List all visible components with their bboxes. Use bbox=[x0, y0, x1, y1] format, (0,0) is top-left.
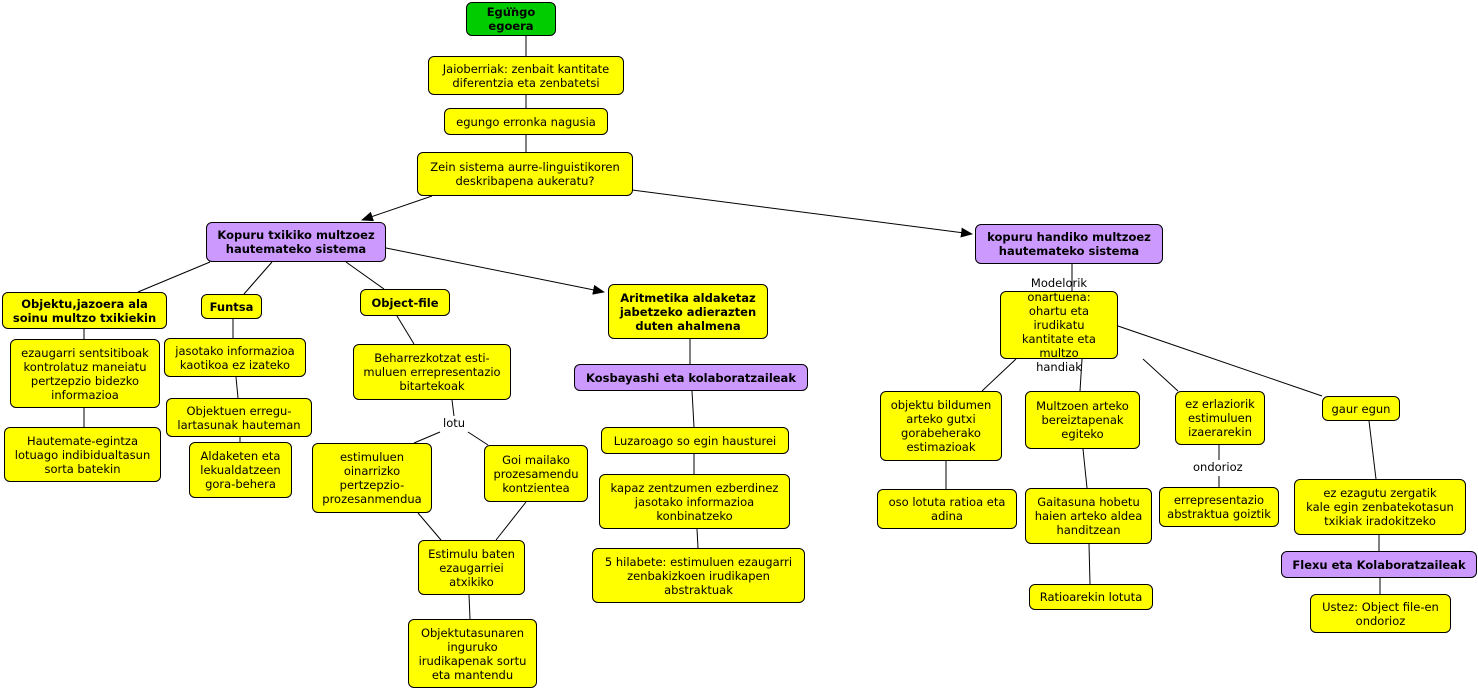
node-estimuluen-oinarrizko[interactable]: estimuluen oinarrizko pertzepzio- prozes… bbox=[312, 443, 432, 513]
node-objektuen-erregulartasunak[interactable]: Objektuen erregu- lartasunak hauteman bbox=[166, 398, 312, 437]
node-aldaketen[interactable]: Aldaketen eta lekualdatzeen gora-behera bbox=[189, 442, 292, 498]
node-label: objektu bildumen arteko gutxi gorabehera… bbox=[890, 398, 992, 454]
node-kosbayashi[interactable]: Kosbayashi eta kolaboratzaileak bbox=[574, 364, 808, 391]
node-multzoen-arteko[interactable]: Multzoen arteko bereiztapenak egiteko bbox=[1025, 391, 1140, 449]
node-label: Flexu eta Kolaboratzaileak bbox=[1292, 557, 1466, 572]
node-label: Aldaketen eta lekualdatzeen gora-behera bbox=[200, 449, 281, 491]
node-oso-lotuta[interactable]: oso lotuta ratioa eta adina bbox=[877, 489, 1017, 529]
node-kapaz[interactable]: kapaz zentzumen ezberdinez jasotako info… bbox=[599, 474, 790, 529]
node-label: Estimulu baten ezaugarriei atxikiko bbox=[428, 546, 515, 589]
node-ustez[interactable]: Ustez: Object file-en ondorioz bbox=[1310, 594, 1451, 633]
node-egungo-egoera[interactable]: ... Egungo egoera bbox=[466, 2, 556, 36]
edge-txikiko-aritmetika bbox=[385, 247, 605, 295]
link-label-lotu: lotu bbox=[441, 416, 468, 430]
node-label: Zein sistema aurre-linguistikoren deskri… bbox=[430, 160, 620, 188]
node-label: Object-file bbox=[371, 295, 439, 310]
node-label: Ustez: Object file-en ondorioz bbox=[1322, 599, 1439, 628]
node-beharrezkotzat[interactable]: Beharrezkotzat esti- muluen errepresenta… bbox=[353, 344, 511, 400]
node-5-hilabete[interactable]: 5 hilabete: estimuluen ezaugarri zenbaki… bbox=[592, 548, 805, 603]
node-kopuru-txikiko[interactable]: Kopuru txikiko multzoez hautemateko sist… bbox=[206, 222, 386, 262]
node-label: Objektuen erregu- lartasunak hauteman bbox=[177, 403, 301, 432]
node-label: Gaitasuna hobetu haien arteko aldea hand… bbox=[1034, 495, 1143, 537]
edge-estimuluen-estimulu bbox=[417, 512, 442, 541]
node-label: gaur egun bbox=[1331, 401, 1391, 416]
node-ez-erlaziorik[interactable]: ez erlaziorik estimuluen izaerarekin bbox=[1175, 391, 1265, 445]
edge-modelorik-multzoen bbox=[1079, 358, 1083, 392]
node-label: Objektu,jazoera ala soinu multzo txikiek… bbox=[12, 296, 157, 325]
link-label-ondorioz: ondorioz bbox=[1191, 460, 1245, 474]
node-jaioberriak[interactable]: Jaioberriak: zenbait kantitate diferentz… bbox=[428, 56, 624, 95]
node-jasotako-informazioa[interactable]: jasotako informazioa kaotikoa ez izateko bbox=[164, 338, 306, 377]
node-label: Luzaroago so egin hausturei bbox=[613, 433, 777, 448]
edge-txikiko-funtsa bbox=[243, 261, 273, 295]
edge-lotu-goi bbox=[467, 431, 489, 446]
node-gaur-egun[interactable]: gaur egun bbox=[1322, 396, 1400, 421]
node-ratioarekin-lotuta[interactable]: Ratioarekin lotuta bbox=[1029, 584, 1153, 610]
edge-txikiko-objektu bbox=[137, 261, 211, 293]
node-flexu[interactable]: Flexu eta Kolaboratzaileak bbox=[1281, 551, 1477, 578]
node-label: Multzoen arteko bereiztapenak egiteko bbox=[1036, 399, 1129, 441]
node-label: Kosbayashi eta kolaboratzaileak bbox=[586, 370, 796, 385]
node-modelorik-onartuena[interactable]: Modelorik onartuena: ohartu eta irudikat… bbox=[1000, 276, 1118, 374]
node-label: estimuluen oinarrizko pertzepzio- prozes… bbox=[322, 450, 422, 506]
node-label: jasotako informazioa kaotikoa ez izateko bbox=[175, 343, 295, 372]
edge-gauregun-ezezagutu bbox=[1368, 420, 1377, 480]
root-dots-marker: ... bbox=[505, 2, 517, 12]
node-label: Jaioberriak: zenbait kantitate diferentz… bbox=[442, 61, 610, 90]
node-errepresentazio-abstraktua[interactable]: errepresentazio abstraktua goiztik bbox=[1159, 487, 1279, 527]
node-label: oso lotuta ratioa eta adina bbox=[888, 495, 1006, 523]
node-label: Hautemate-egintza lotuago indibidualtasu… bbox=[14, 433, 151, 476]
node-label: Beharrezkotzat esti- muluen errepresenta… bbox=[363, 351, 501, 393]
node-ez-ezagutu[interactable]: ez ezagutu zergatik kale egin zenbatekot… bbox=[1294, 479, 1466, 535]
node-funtsa[interactable]: Funtsa bbox=[201, 294, 262, 319]
node-estimulu-baten[interactable]: Estimulu baten ezaugarriei atxikiko bbox=[418, 540, 525, 595]
edge-sistema-handiko bbox=[631, 189, 973, 238]
node-hautemate-egintza[interactable]: Hautemate-egintza lotuago indibidualtasu… bbox=[4, 427, 161, 482]
edge-jasotako-objektuen bbox=[235, 376, 239, 399]
node-gaitasuna-hobetu[interactable]: Gaitasuna hobetu haien arteko aldea hand… bbox=[1025, 488, 1152, 544]
edge-beharrezko-lotu bbox=[451, 399, 455, 417]
node-kopuru-handiko[interactable]: kopuru handiko multzoez hautemateko sist… bbox=[975, 224, 1163, 264]
node-label: Objektutasunaren inguruko irudikapenak s… bbox=[418, 625, 527, 682]
node-label: ez ezagutu zergatik kale egin zenbatekot… bbox=[1306, 486, 1454, 528]
node-label: Modelorik onartuena: ohartu eta irudikat… bbox=[1022, 276, 1096, 374]
node-zein-sistema[interactable]: Zein sistema aurre-linguistikoren deskri… bbox=[417, 152, 633, 196]
node-label: errepresentazio abstraktua goiztik bbox=[1167, 493, 1271, 521]
edge-kapaz-hilabete bbox=[696, 528, 699, 549]
edge-multzoen-gaitasuna bbox=[1082, 448, 1088, 489]
node-label: Kopuru txikiko multzoez hautemateko sist… bbox=[217, 228, 375, 256]
node-label: Egungo egoera bbox=[486, 5, 536, 33]
node-aritmetika[interactable]: Aritmetika aldaketaz jabetzeko adierazte… bbox=[608, 284, 768, 339]
node-egungo-erronka[interactable]: egungo erronka nagusia bbox=[444, 108, 608, 135]
node-goi-mailako[interactable]: Goi mailako prozesamendu kontzientea bbox=[484, 445, 588, 502]
edge-txikiko-objectfile bbox=[345, 261, 385, 290]
node-label: Aritmetika aldaketaz jabetzeko adierazte… bbox=[619, 290, 757, 333]
node-label: Ratioarekin lotuta bbox=[1039, 590, 1143, 604]
edge-gaitasuna-ratioarekin bbox=[1088, 543, 1091, 585]
node-label: ez erlaziorik estimuluen izaerarekin bbox=[1185, 397, 1255, 439]
node-label: egungo erronka nagusia bbox=[456, 114, 596, 129]
node-label: kopuru handiko multzoez hautemateko sist… bbox=[987, 230, 1151, 258]
node-label: ezaugarri sentsitiboak kontrolatuz manei… bbox=[21, 345, 149, 402]
edge-estimulu-objektutasun bbox=[468, 594, 471, 620]
node-object-file[interactable]: Object-file bbox=[360, 289, 450, 316]
edge-lotu-estimuluen bbox=[413, 431, 441, 444]
node-luzaroago[interactable]: Luzaroago so egin hausturei bbox=[601, 427, 789, 454]
edge-modelorik-objektubildumen bbox=[981, 358, 1017, 392]
edge-goi-estimulu bbox=[495, 501, 527, 541]
node-label: Funtsa bbox=[209, 299, 254, 314]
edge-kosbayashi-luzaroago bbox=[691, 390, 695, 428]
node-objektu-bildumen[interactable]: objektu bildumen arteko gutxi gorabehera… bbox=[880, 391, 1002, 461]
node-objektu-jazoera[interactable]: Objektu,jazoera ala soinu multzo txikiek… bbox=[2, 292, 167, 329]
edge-modelorik-gauregun bbox=[1117, 325, 1323, 397]
edge-objectfile-beharrezko bbox=[396, 315, 415, 345]
edge-modelorik-ezerlaziorik bbox=[1142, 358, 1179, 392]
node-objektutasunaren[interactable]: Objektutasunaren inguruko irudikapenak s… bbox=[408, 619, 537, 688]
edge-sistema-txikiko bbox=[361, 195, 433, 222]
node-label: kapaz zentzumen ezberdinez jasotako info… bbox=[610, 480, 779, 523]
node-ezaugarri-sentsitiboak[interactable]: ezaugarri sentsitiboak kontrolatuz manei… bbox=[10, 339, 160, 408]
node-label: 5 hilabete: estimuluen ezaugarri zenbaki… bbox=[604, 554, 793, 597]
node-label: Goi mailako prozesamendu kontzientea bbox=[493, 452, 579, 495]
